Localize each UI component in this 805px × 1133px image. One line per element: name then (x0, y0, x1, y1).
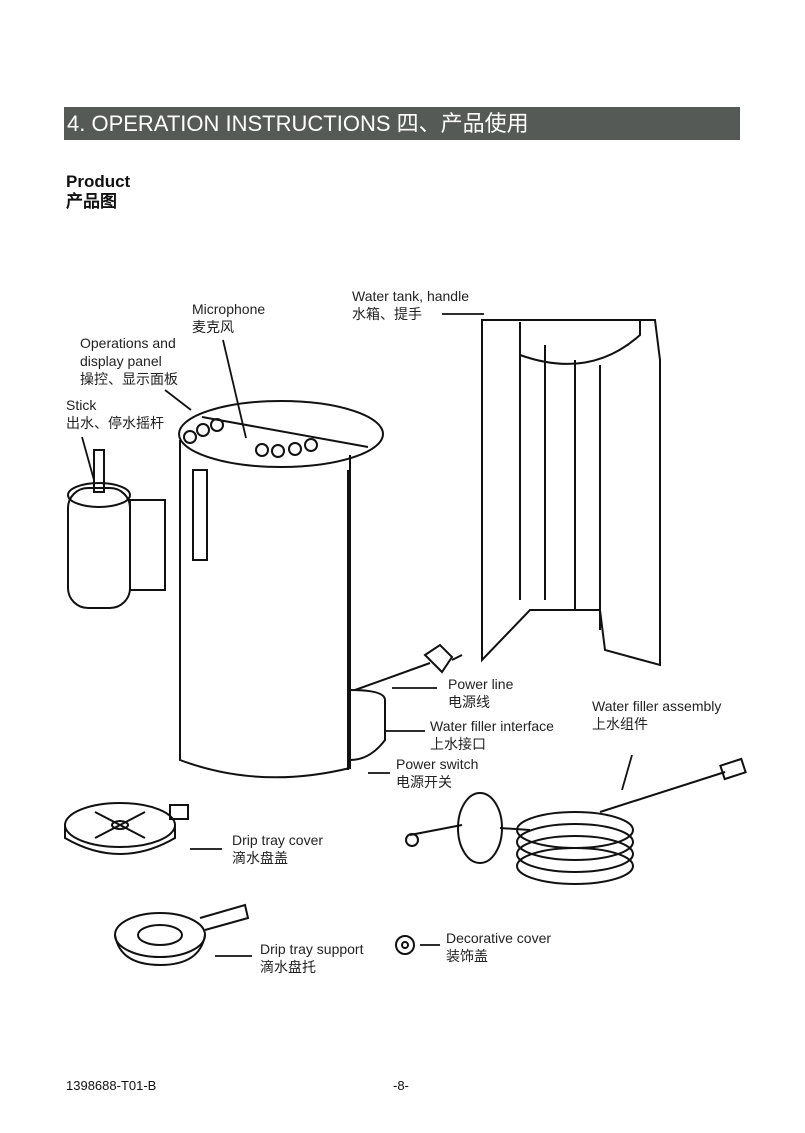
label-zh: 电源开关 (396, 774, 452, 790)
document-code: 1398688-T01-B (66, 1078, 157, 1093)
label-microphone: Microphone 麦克风 (192, 300, 265, 336)
label-en: Microphone (192, 301, 266, 317)
drip-tray-support-illustration (114, 903, 250, 967)
label-operations-panel: Operations and display panel 操控、显示面板 (80, 334, 178, 388)
label-power-line: Power line 电源线 (448, 675, 513, 711)
label-power-switch: Power switch 电源开关 (396, 755, 478, 791)
label-en: Water tank, handle (352, 288, 469, 304)
page-number: -8- (393, 1078, 409, 1093)
label-zh: 出水、停水摇杆 (66, 415, 164, 431)
label-zh: 麦克风 (192, 319, 234, 335)
label-zh: 操控、显示面板 (80, 371, 178, 387)
main-unit-illustration (178, 400, 463, 779)
label-en: Stick (66, 397, 97, 413)
label-water-filler-assembly: Water filler assembly 上水组件 (592, 697, 721, 733)
leader-lines (81, 313, 633, 957)
label-en: Water filler interface (430, 718, 554, 734)
product-title: Product 产品图 (66, 172, 130, 212)
label-zh: 水箱、提手 (352, 306, 422, 322)
label-en: Water filler assembly (592, 698, 722, 714)
label-en: Drip tray support (260, 941, 364, 957)
label-zh: 上水接口 (430, 736, 486, 752)
label-zh: 滴水盘托 (260, 959, 316, 975)
label-zh: 滴水盘盖 (232, 850, 288, 866)
section-header: 4. OPERATION INSTRUCTIONS 四、产品使用 (64, 107, 740, 140)
label-en: display panel (80, 353, 162, 369)
label-zh: 电源线 (448, 694, 490, 710)
decorative-cover-illustration (395, 935, 415, 955)
label-en: Drip tray cover (232, 832, 324, 848)
product-title-en: Product (66, 172, 131, 191)
label-en: Power switch (396, 756, 479, 772)
label-stick: Stick 出水、停水摇杆 (66, 396, 164, 432)
label-water-filler-interface: Water filler interface 上水接口 (430, 717, 554, 753)
label-drip-tray-cover: Drip tray cover 滴水盘盖 (232, 831, 323, 867)
label-en: Decorative cover (446, 930, 552, 946)
label-water-tank: Water tank, handle 水箱、提手 (352, 287, 469, 323)
label-zh: 上水组件 (592, 716, 648, 732)
water-tank-illustration (481, 319, 661, 667)
stick-illustration (67, 449, 166, 609)
drip-tray-cover-illustration (64, 802, 189, 855)
label-drip-tray-support: Drip tray support 滴水盘托 (260, 940, 363, 976)
label-zh: 装饰盖 (446, 948, 488, 964)
water-filler-assembly-illustration (405, 757, 747, 885)
label-decorative-cover: Decorative cover 装饰盖 (446, 929, 551, 965)
product-title-zh: 产品图 (66, 192, 117, 211)
label-en: Operations and (80, 335, 176, 351)
label-en: Power line (448, 676, 514, 692)
